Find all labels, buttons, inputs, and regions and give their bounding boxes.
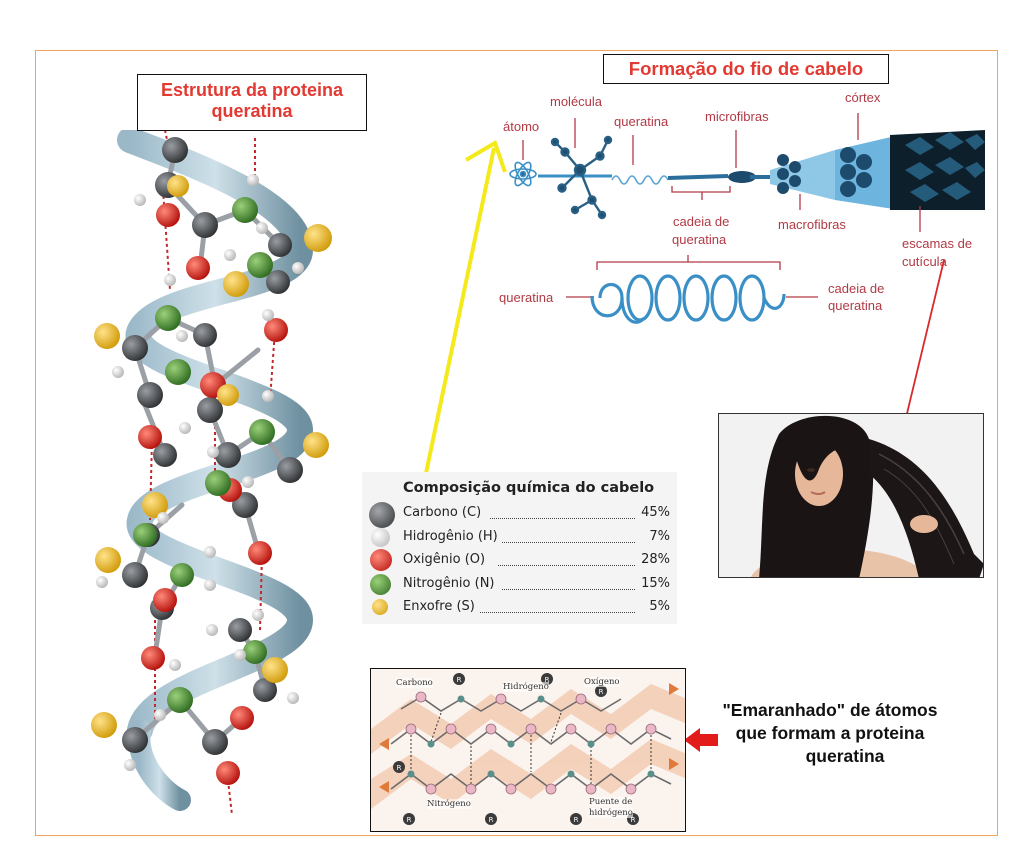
oxygen-atoms (138, 203, 288, 785)
oxygen-dot-icon (370, 549, 392, 571)
keratin-chain-helix (590, 274, 786, 324)
red-arrow-emaranhado (684, 728, 718, 752)
hair-formation-diagram (509, 113, 985, 324)
composition-name: Carbono (C) (403, 505, 482, 520)
composition-title: Composição química do cabelo (403, 480, 655, 496)
label-cadeia-helix-line1: cadeia de (828, 281, 885, 296)
keratin-structure-title-line2: queratina (211, 101, 293, 121)
carbon-dot-icon (369, 502, 395, 528)
hydrogen-atoms (96, 174, 304, 771)
composition-pct: 45% (641, 505, 670, 520)
label-cadeia-helix-line2: queratina (828, 298, 883, 313)
cuticle-scales (890, 130, 985, 210)
label-molecula: molécula (550, 94, 603, 109)
composition-pct: 15% (641, 576, 670, 591)
r-group-label: R (407, 816, 412, 824)
emaranhado-line2: que formam a proteina (735, 723, 925, 743)
tangle-label-hidrogeno: Hidrógeno (503, 682, 549, 692)
composition-row-enxofre: Enxofre (S) 5% (362, 596, 677, 619)
molecule-icon (550, 135, 613, 220)
composition-name: Nitrogênio (N) (403, 576, 495, 591)
keratin-structure-title-box: Estrutura da proteina queratina (137, 74, 367, 131)
atom-icon (509, 161, 537, 187)
atom-tangle-illustration: R R R R R R R R (371, 673, 685, 825)
keratin-spring (611, 175, 669, 185)
label-microfibras: microfibras (705, 109, 769, 124)
r-group-label: R (599, 688, 604, 696)
composition-pct: 7% (649, 529, 670, 544)
composition-table: Composição química do cabelo Carbono (C)… (362, 472, 677, 624)
composition-pct: 28% (641, 552, 670, 567)
keratin-molecule-model (91, 130, 332, 816)
label-cadeia-line2: queratina (672, 232, 727, 247)
tangle-label-oxigeno: Oxígeno (584, 677, 620, 687)
nitrogen-dot-icon (370, 574, 391, 595)
hydrogen-dot-icon (371, 528, 390, 547)
r-group-label: R (457, 676, 462, 684)
yellow-arrow (423, 140, 507, 479)
keratin-structure-title-line1: Estrutura da proteina (160, 80, 344, 100)
emaranhado-caption: "Emaranhado" de átomos que formam a prot… (700, 699, 960, 768)
tangle-label-nitrogeno: Nitrógeno (427, 799, 471, 809)
label-cadeia-line1: cadeia de (673, 214, 730, 229)
label-escamas-line2: cutícula (902, 254, 947, 269)
macrofibril-bundle (770, 150, 835, 200)
woman-hair-illustration (719, 414, 983, 577)
composition-name: Enxofre (S) (403, 599, 475, 614)
label-queratina-helix: queratina (499, 290, 554, 305)
sulfur-dot-icon (372, 599, 388, 615)
r-group-label: R (545, 676, 550, 684)
composition-row-carbono: Carbono (C) 45% (362, 502, 677, 528)
r-group-label: R (574, 816, 579, 824)
emaranhado-line3: queratina (805, 746, 885, 766)
microfibril-strand (667, 174, 729, 180)
atom-tangle-diagram: R R R R R R R R Carbono Hidrógeno Oxígeno Nit… (370, 668, 686, 832)
sulfur-atoms (91, 175, 332, 738)
composition-row-oxigenio: Oxigênio (O) 28% (362, 549, 677, 572)
r-group-label: R (397, 764, 402, 772)
r-group-label: R (489, 816, 494, 824)
composition-row-nitrogenio: Nitrogênio (N) 15% (362, 573, 677, 596)
woman-long-hair-photo (718, 413, 984, 578)
r-group-label: R (631, 816, 636, 824)
label-macrofibras: macrofibras (778, 217, 846, 232)
composition-pct: 5% (649, 599, 670, 614)
composition-name: Hidrogênio (H) (403, 529, 498, 544)
tangle-label-carbono: Carbono (396, 678, 433, 688)
tangle-label-puente-line2: hidrógeno (589, 808, 633, 818)
figure-frame (35, 50, 998, 836)
tangle-label-puente-line1: Puente de (589, 797, 633, 807)
emaranhado-line1: "Emaranhado" de átomos (722, 700, 938, 720)
label-escamas-line1: escamas de (902, 236, 973, 251)
hair-formation-title: Formação do fio de cabelo (628, 58, 864, 79)
cortex-bundle (835, 135, 900, 210)
nitrogen-atoms (133, 197, 275, 713)
hair-formation-title-box: Formação do fio de cabelo (603, 54, 889, 84)
composition-name: Oxigênio (O) (403, 552, 486, 567)
label-queratina-top: queratina (614, 114, 669, 129)
composition-row-hidrogenio: Hidrogênio (H) 7% (362, 526, 677, 549)
label-atomo: átomo (503, 119, 540, 134)
label-cortex: córtex (845, 90, 881, 105)
